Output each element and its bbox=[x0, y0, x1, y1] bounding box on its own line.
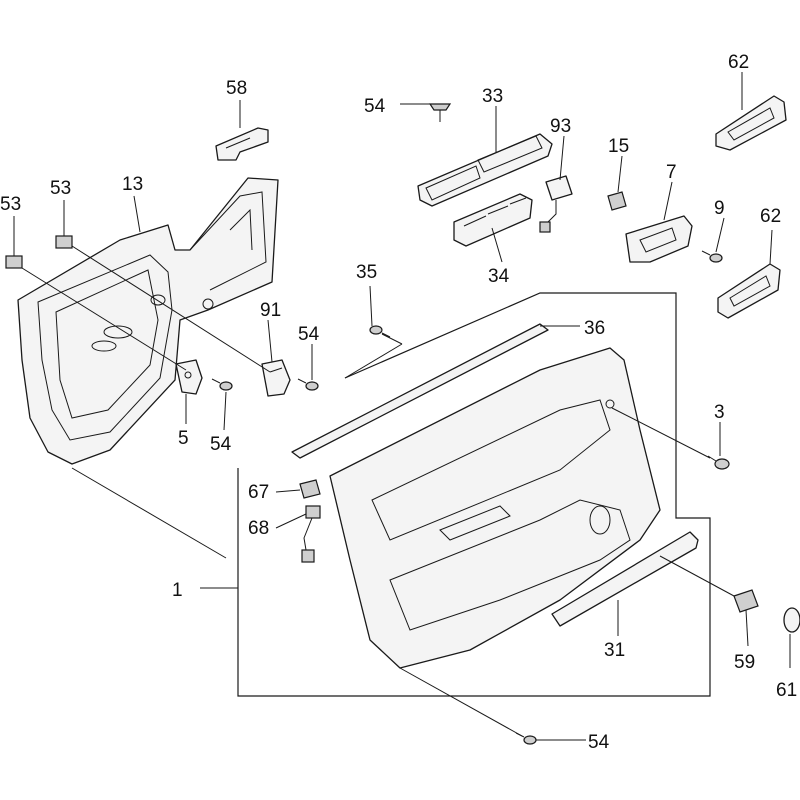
trim-carrier-13 bbox=[17, 177, 279, 465]
inner-handle-7 bbox=[625, 215, 693, 263]
weatherstrip-36 bbox=[291, 323, 549, 459]
window-switch-34 bbox=[453, 193, 533, 247]
handle-bezel-62-top bbox=[715, 95, 787, 151]
callout-62-top: 62 bbox=[728, 52, 749, 73]
callout-62-right: 62 bbox=[760, 206, 781, 227]
callout-68: 68 bbox=[248, 518, 269, 539]
screw-9 bbox=[701, 250, 723, 263]
callout-53-center: 53 bbox=[50, 178, 71, 199]
callout-13: 13 bbox=[122, 174, 143, 195]
screw-3 bbox=[707, 455, 730, 470]
callout-34: 34 bbox=[488, 266, 510, 287]
callout-53-left: 53 bbox=[0, 194, 21, 215]
bracket-91 bbox=[261, 359, 291, 397]
switch-93 bbox=[539, 175, 573, 233]
screw-54-b bbox=[211, 378, 233, 391]
callout-1: 1 bbox=[172, 580, 183, 601]
mirror-switch-59 bbox=[733, 589, 759, 613]
clip-53-center bbox=[55, 235, 73, 249]
screw-35 bbox=[369, 325, 391, 338]
callout-33: 33 bbox=[482, 86, 503, 107]
bracket-58 bbox=[215, 127, 269, 161]
door-trim-panel-1 bbox=[329, 347, 661, 669]
clip-15 bbox=[607, 191, 627, 211]
callout-7: 7 bbox=[666, 162, 677, 183]
callout-58: 58 bbox=[226, 78, 247, 99]
assembly-frame bbox=[237, 292, 711, 697]
callout-36: 36 bbox=[584, 318, 605, 339]
callout-35: 35 bbox=[356, 262, 377, 283]
callout-31: 31 bbox=[604, 640, 625, 661]
cap-61 bbox=[783, 607, 800, 633]
callout-61: 61 bbox=[776, 680, 797, 701]
callout-59: 59 bbox=[734, 652, 755, 673]
callout-3: 3 bbox=[714, 402, 725, 423]
callout-54-mid-left: 54 bbox=[210, 434, 232, 455]
callout-5: 5 bbox=[178, 428, 189, 449]
leader-lines bbox=[13, 72, 791, 741]
clip-53-left bbox=[5, 255, 23, 269]
callout-93: 93 bbox=[550, 116, 571, 137]
callout-labels: 1 3 5 7 9 13 15 31 33 34 35 36 53 53 54 … bbox=[0, 52, 797, 753]
callout-54-top: 54 bbox=[364, 96, 386, 117]
callout-54-mid-right: 54 bbox=[298, 324, 320, 345]
switch-bezel-33 bbox=[417, 133, 553, 207]
handle-bezel-62-right bbox=[717, 263, 781, 319]
callout-91: 91 bbox=[260, 300, 281, 321]
screw-54-a bbox=[428, 103, 452, 122]
lamp-68 bbox=[301, 505, 321, 563]
callout-67: 67 bbox=[248, 482, 269, 503]
callout-9: 9 bbox=[714, 198, 725, 219]
callout-15: 15 bbox=[608, 136, 629, 157]
clip-67 bbox=[299, 479, 321, 499]
screw-54-c bbox=[297, 378, 319, 391]
callout-54-bottom: 54 bbox=[588, 732, 610, 753]
armrest-cover-31 bbox=[551, 531, 699, 627]
bracket-5 bbox=[175, 359, 203, 395]
